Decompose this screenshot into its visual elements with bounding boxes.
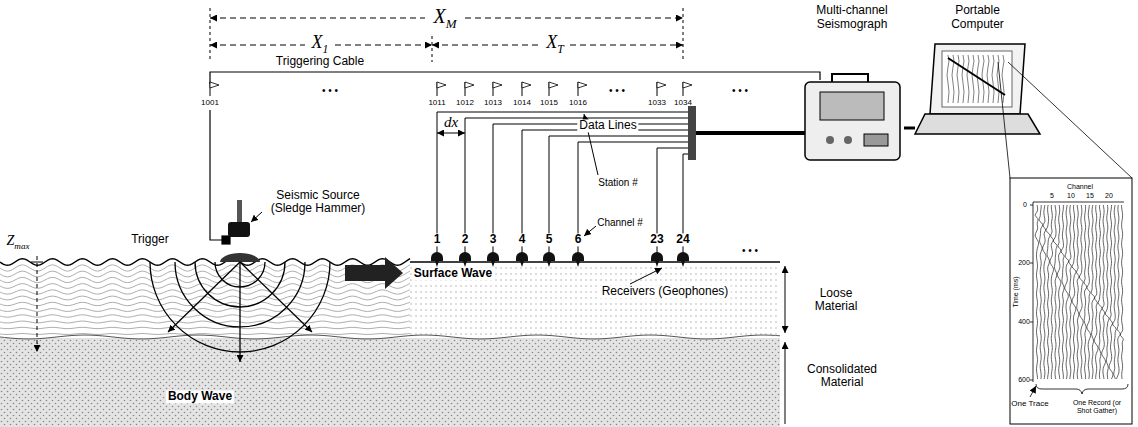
text-label: 1034 bbox=[674, 99, 692, 108]
text-label: 20 bbox=[1105, 192, 1113, 200]
device-label: Multi-channel Seismograph bbox=[804, 4, 900, 32]
text-label: One Record (or Shot Gather) bbox=[1066, 399, 1128, 414]
text-label: Channel bbox=[1067, 183, 1093, 191]
text-label: • • • bbox=[609, 85, 625, 96]
text-label: Time (ms) bbox=[1012, 276, 1020, 307]
text-label: Trigger bbox=[131, 233, 169, 246]
text-label: • • • bbox=[742, 245, 758, 256]
callout-label: Body Wave bbox=[166, 390, 234, 403]
callout-label: Surface Wave bbox=[412, 267, 494, 280]
device-label: Portable Computer bbox=[933, 4, 1023, 32]
main-cable bbox=[696, 131, 805, 135]
callout-label: 1 bbox=[432, 233, 443, 246]
text-label: Station # bbox=[598, 177, 637, 188]
dimension-label: dx bbox=[444, 114, 458, 131]
record-inset bbox=[1010, 178, 1132, 424]
seismograph bbox=[805, 74, 900, 160]
seismograph-unit: Multi-channel Seismograph bbox=[800, 4, 904, 160]
text-label: 1015 bbox=[540, 99, 558, 108]
sledge-hammer bbox=[220, 200, 260, 262]
callout-label: 6 bbox=[573, 233, 584, 246]
text-label: 5 bbox=[1050, 192, 1054, 200]
text-label: 600 bbox=[1018, 376, 1030, 384]
dimension-label: XT bbox=[546, 33, 564, 56]
dimension-label: Zmax bbox=[7, 233, 30, 251]
callout-label: 24 bbox=[674, 233, 691, 246]
body-wave-fronts bbox=[150, 262, 330, 362]
dimension-label: XM bbox=[433, 5, 456, 31]
text-label: 15 bbox=[1086, 192, 1094, 200]
trigger-cable bbox=[210, 72, 820, 244]
text-label: • • • bbox=[322, 85, 338, 96]
callout-label: 4 bbox=[517, 233, 528, 246]
text-label: Data Lines bbox=[577, 119, 638, 132]
cable-connector bbox=[904, 127, 915, 130]
callout-label: 3 bbox=[488, 233, 499, 246]
text-label: Channel # bbox=[597, 217, 643, 228]
text-label: 400 bbox=[1018, 318, 1030, 326]
text-label: 1013 bbox=[484, 99, 502, 108]
text-label: 1033 bbox=[648, 99, 666, 108]
text-label: One Trace bbox=[1011, 400, 1048, 409]
computer-unit: Portable Computer bbox=[915, 4, 1040, 134]
cable-connector bbox=[688, 106, 696, 160]
text-label: 1001 bbox=[201, 99, 219, 108]
text-label: • • • bbox=[732, 85, 748, 96]
text-label: 1016 bbox=[569, 99, 587, 108]
text-label: Receivers (Geophones) bbox=[600, 285, 731, 298]
zoom-lines bbox=[998, 62, 1132, 178]
text-label: 1014 bbox=[513, 99, 531, 108]
text-label: 10 bbox=[1067, 192, 1075, 200]
laptop bbox=[915, 44, 1040, 134]
text-label: 200 bbox=[1018, 259, 1030, 267]
dimension-label: X1 bbox=[312, 33, 329, 56]
callout-label: 2 bbox=[460, 233, 471, 246]
consolidated-layer bbox=[0, 338, 780, 427]
data-lines bbox=[431, 112, 689, 267]
callout-label: 5 bbox=[544, 233, 555, 246]
text-label: Loose Material bbox=[801, 287, 871, 313]
surface-wave-arrow bbox=[345, 257, 403, 289]
callout-label: 23 bbox=[648, 233, 665, 246]
text-label: Triggering Cable bbox=[276, 55, 364, 68]
text-label: 1011 bbox=[428, 99, 445, 108]
text-label: 0 bbox=[1023, 201, 1027, 209]
text-label: 1012 bbox=[456, 99, 474, 108]
leader-lines bbox=[251, 114, 662, 284]
text-label: Consolidated Material bbox=[800, 363, 884, 389]
dimension-lines bbox=[31, 8, 785, 424]
text-label: Seismic Source (Sledge Hammer) bbox=[264, 189, 372, 215]
station-flags bbox=[210, 82, 692, 96]
